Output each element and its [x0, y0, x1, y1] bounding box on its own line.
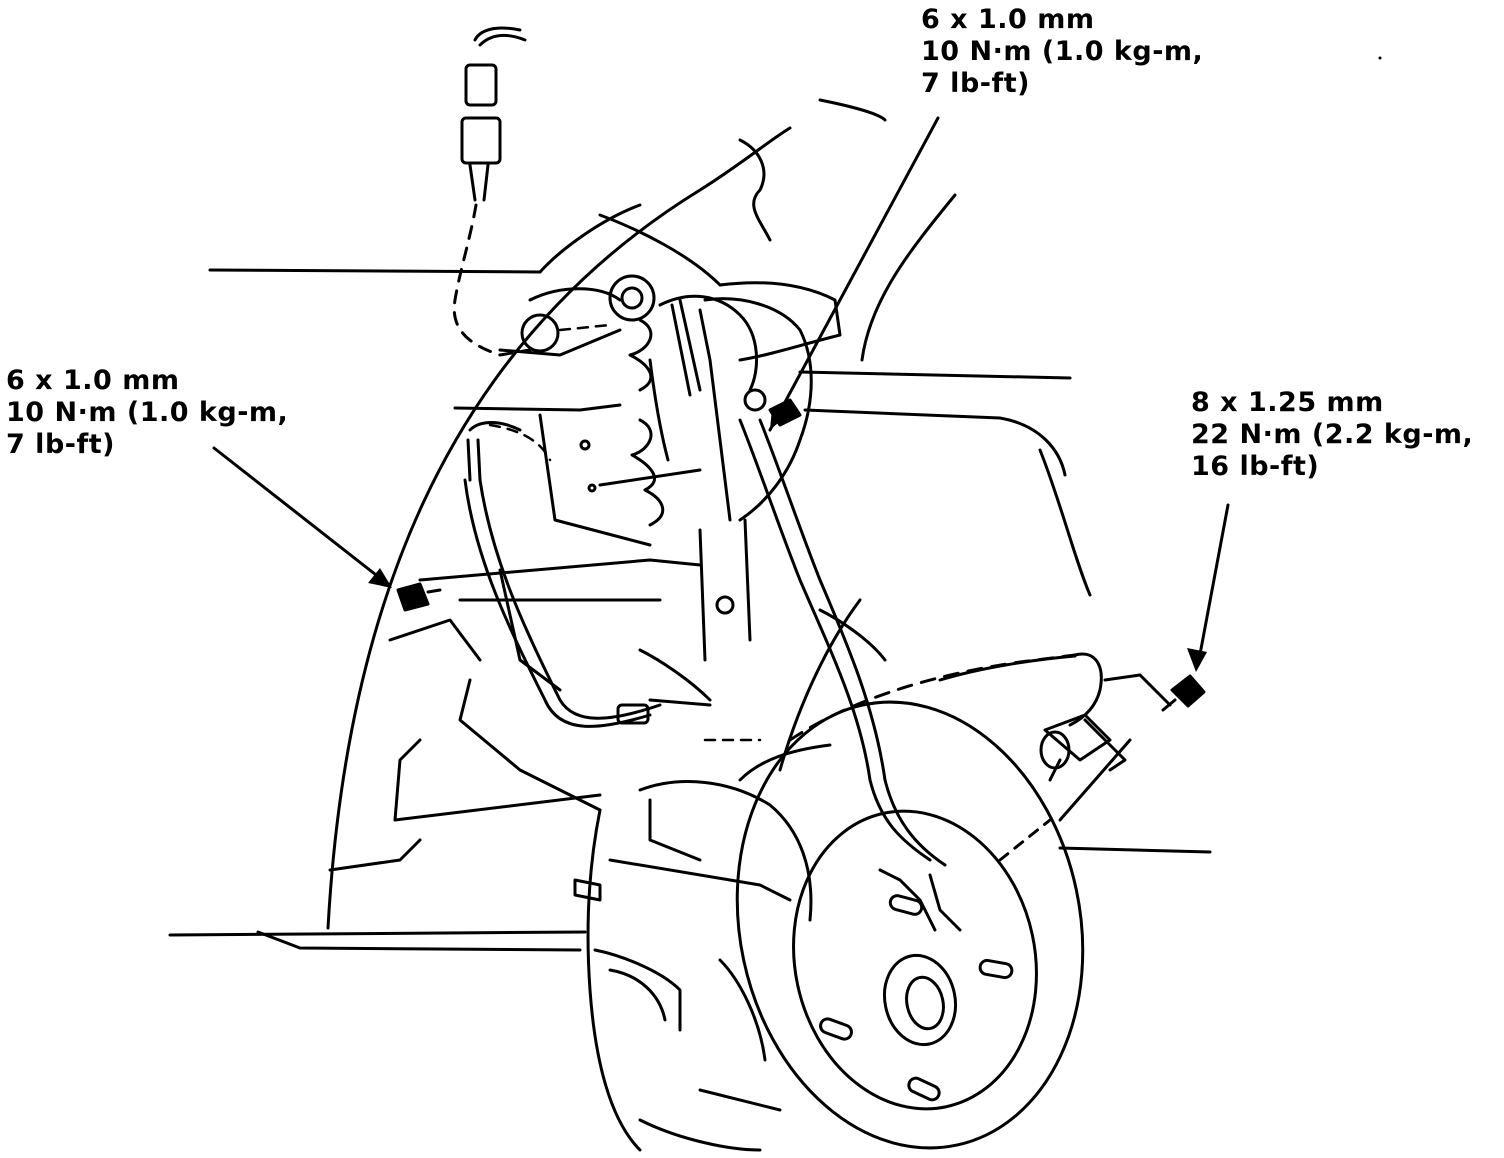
- arrowhead-top-icon: [770, 408, 786, 430]
- torque-spec-callout-left: 6 x 1.0 mm 10 N·m (1.0 kg-m, 7 lb-ft): [6, 365, 288, 461]
- brake-rotor: [735, 700, 1085, 1150]
- torque-value-label: 10 N·m (1.0 kg-m,: [6, 397, 289, 428]
- torque-spec-callout-right: 8 x 1.25 mm 22 N·m (2.2 kg-m, 16 lb-ft): [1191, 387, 1473, 483]
- torque-lbft-label: 16 lb-ft): [1191, 451, 1320, 482]
- lower-arm: [328, 558, 887, 872]
- brake-caliper: [573, 743, 832, 1152]
- torque-value-label: 22 N·m (2.2 kg-m,: [1191, 419, 1474, 450]
- dashed-guides: [488, 323, 762, 742]
- torque-spec-callout-top: 6 x 1.0 mm 10 N·m (1.0 kg-m, 7 lb-ft): [921, 4, 1203, 100]
- leader-arrows: [212, 116, 1230, 672]
- bolts: [396, 398, 1206, 712]
- leader-left: [212, 446, 387, 584]
- leader-right: [1196, 503, 1230, 667]
- strut-tower: [453, 138, 842, 547]
- arrowhead-right-icon: [1187, 648, 1207, 672]
- brake-hose: [463, 421, 662, 728]
- bolt-right-icon: [1161, 674, 1206, 712]
- torque-lbft-label: 7 lb-ft): [6, 429, 115, 460]
- bolt-size-label: 6 x 1.0 mm: [921, 4, 1095, 35]
- bolt-size-label: 8 x 1.25 mm: [1191, 387, 1384, 418]
- bolt-left-icon: [396, 582, 442, 612]
- torque-value-label: 10 N·m (1.0 kg-m,: [921, 36, 1204, 67]
- abs-sensor: [788, 652, 1172, 862]
- strut-coil-spring: [628, 297, 813, 662]
- leader-top: [768, 116, 940, 432]
- torque-lbft-label: 7 lb-ft): [921, 68, 1030, 99]
- bolt-size-label: 6 x 1.0 mm: [6, 365, 180, 396]
- abs-sensor-wire: [452, 26, 947, 867]
- arrowhead-left-icon: [368, 568, 392, 588]
